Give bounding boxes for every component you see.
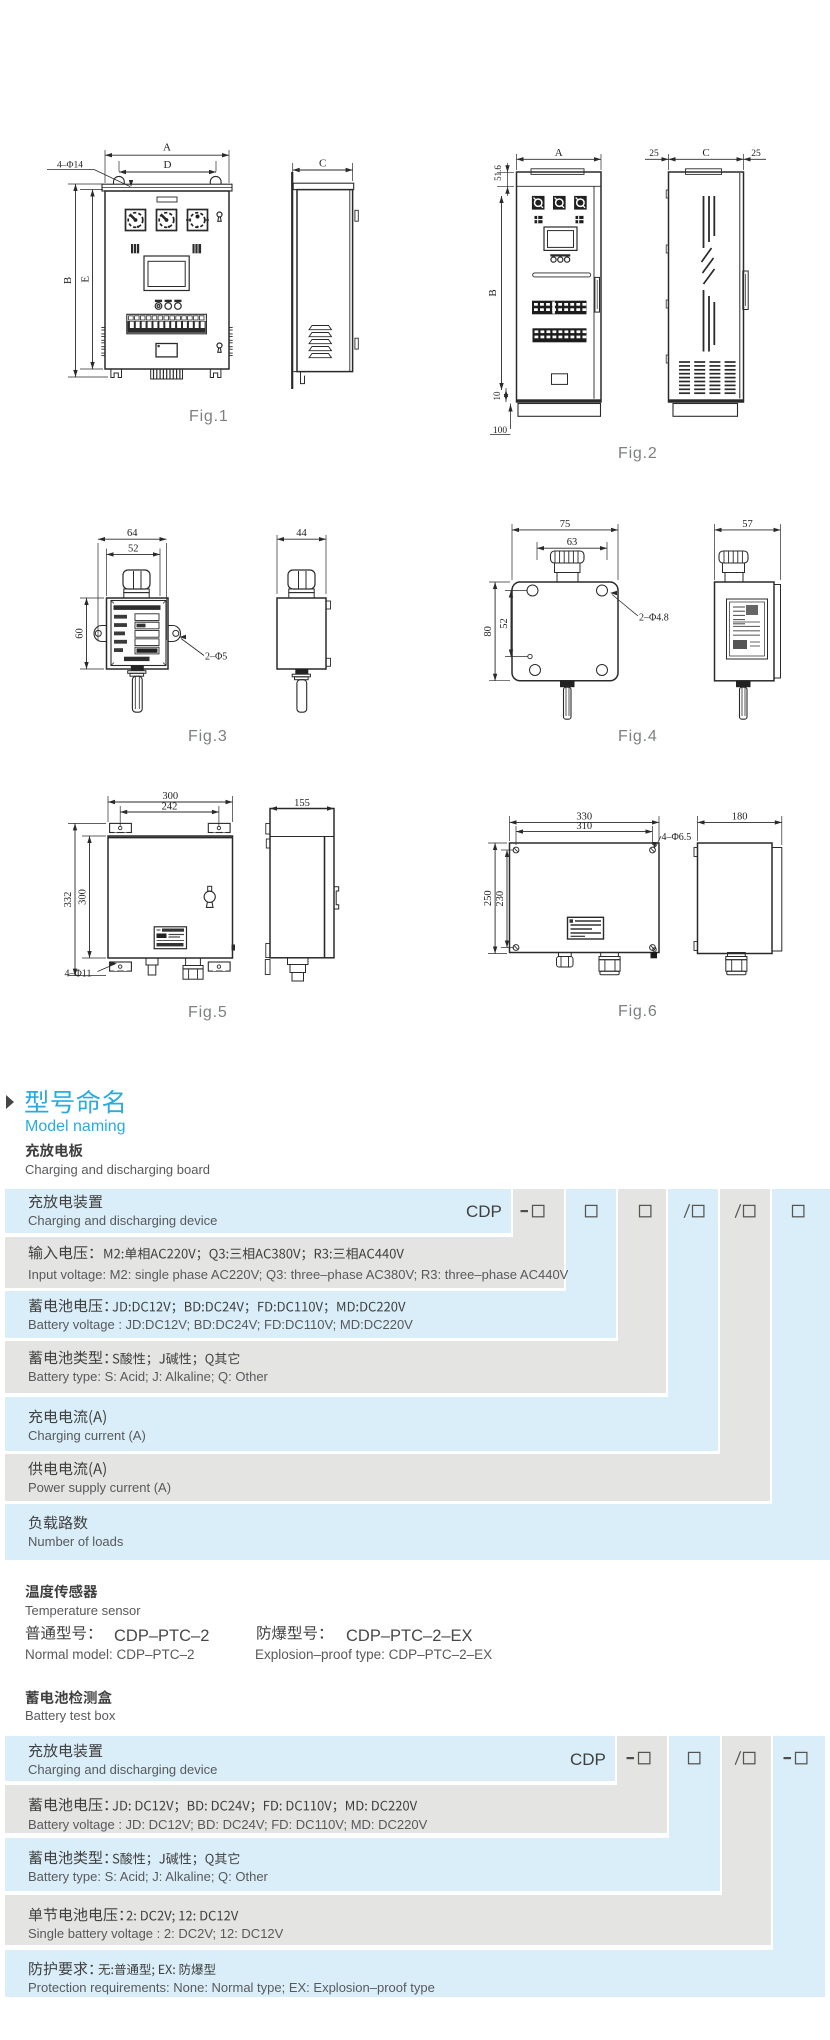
svg-text:2–Φ4.8: 2–Φ4.8	[639, 613, 669, 624]
svg-text:4–Φ11: 4–Φ11	[65, 969, 92, 980]
svg-text:242: 242	[162, 802, 178, 813]
svg-text:57: 57	[742, 519, 753, 530]
svg-text:180: 180	[732, 812, 748, 823]
svg-text:330: 330	[576, 812, 592, 823]
svg-text:A: A	[163, 142, 171, 154]
svg-text:4–Φ6.5: 4–Φ6.5	[662, 832, 692, 843]
svg-text:44: 44	[296, 528, 307, 539]
svg-text:C: C	[702, 147, 709, 159]
svg-text:10: 10	[492, 391, 502, 401]
svg-text:155: 155	[294, 798, 310, 809]
svg-text:52: 52	[128, 544, 139, 555]
svg-text:51.6: 51.6	[493, 165, 503, 181]
svg-text:63: 63	[567, 537, 578, 548]
svg-text:25: 25	[649, 149, 659, 159]
svg-text:B: B	[62, 277, 74, 284]
svg-text:60: 60	[75, 628, 86, 639]
svg-text:100: 100	[493, 426, 508, 436]
svg-text:64: 64	[127, 528, 138, 539]
svg-text:2–Φ5: 2–Φ5	[205, 652, 227, 663]
svg-text:80: 80	[483, 626, 494, 637]
svg-text:4–Φ14: 4–Φ14	[57, 161, 83, 171]
svg-text:310: 310	[576, 821, 592, 832]
svg-text:332: 332	[63, 892, 74, 908]
svg-text:250: 250	[483, 890, 494, 906]
svg-text:75: 75	[560, 519, 571, 530]
svg-text:25: 25	[751, 149, 761, 159]
svg-text:300: 300	[78, 889, 89, 905]
svg-text:B: B	[487, 289, 499, 296]
svg-text:52: 52	[499, 618, 510, 629]
svg-text:300: 300	[162, 791, 178, 802]
svg-text:C: C	[319, 158, 326, 170]
svg-text:230: 230	[495, 891, 506, 907]
svg-text:E: E	[80, 276, 92, 283]
svg-text:D: D	[164, 159, 172, 171]
svg-text:A: A	[555, 147, 563, 159]
